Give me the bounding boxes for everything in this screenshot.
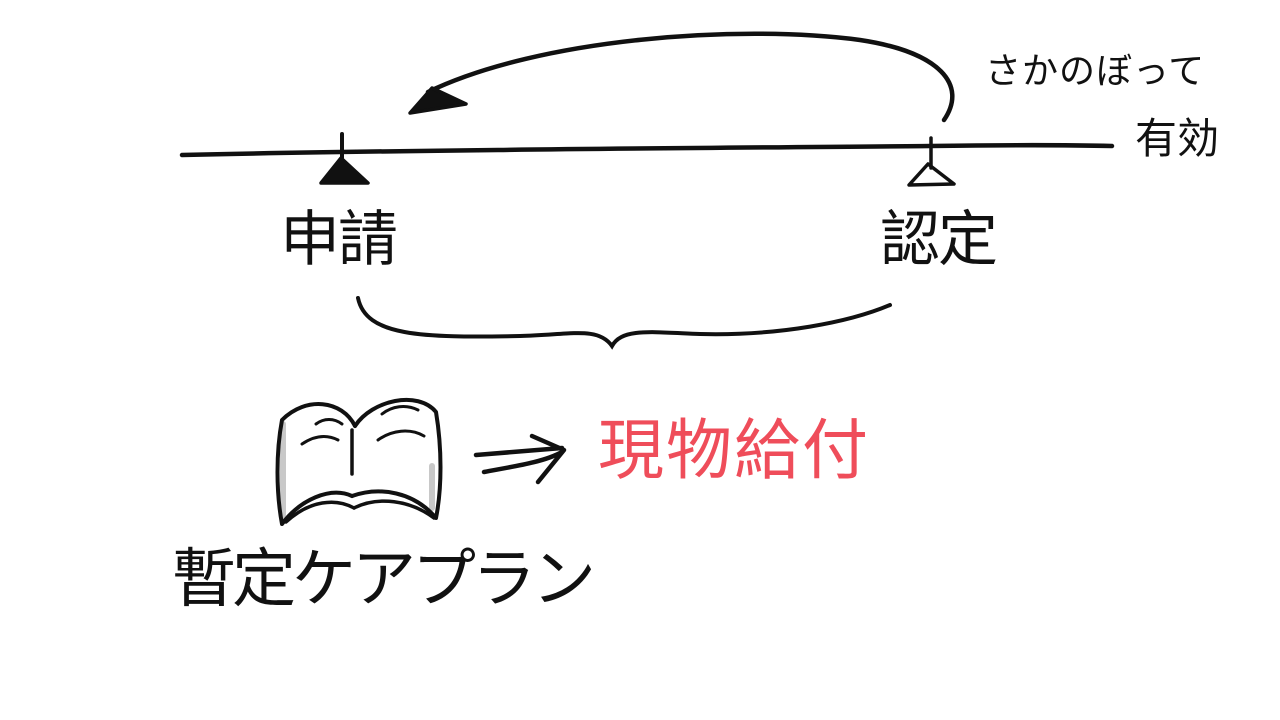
retroactive-label: さかのぼって [985,51,1206,92]
period-brace-icon [356,296,892,350]
double-arrow-icon [473,433,567,485]
open-book-icon [275,397,443,526]
application-marker-icon [319,132,370,185]
provisional-care-plan-label: 暫定ケアプラン [172,543,596,617]
certification-label: 認定 [880,205,998,275]
retro-arrow-icon [408,31,955,123]
application-label: 申請 [280,205,398,275]
in-kind-benefit-label: 現物給付 [598,412,870,489]
valid-label: 有効 [1135,114,1220,163]
timeline-line [179,143,1115,158]
stray-dot [579,577,583,581]
certification-marker-icon [907,136,956,187]
